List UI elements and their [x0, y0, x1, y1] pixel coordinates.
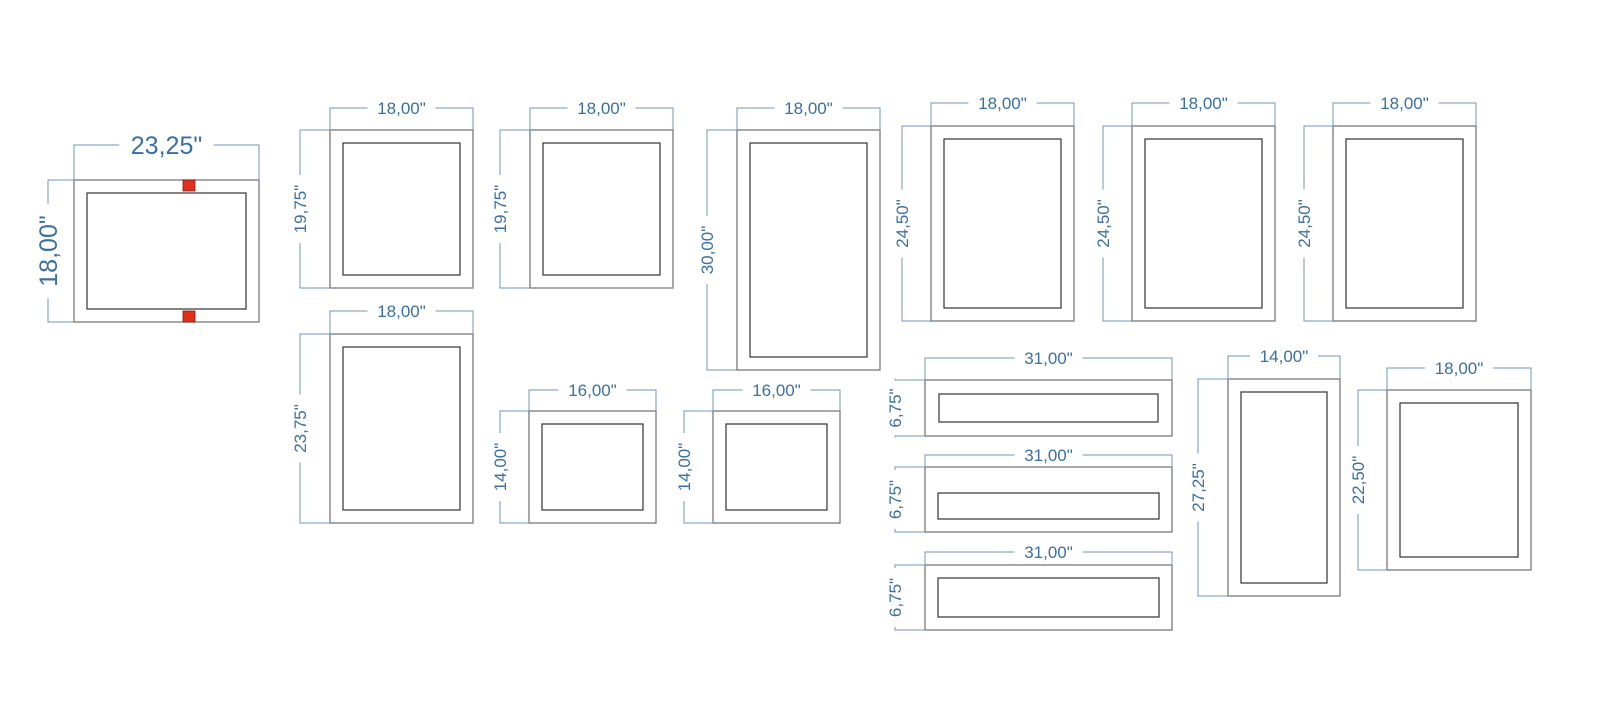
frame-opening — [541, 423, 644, 511]
height-dimension-line — [1303, 125, 1333, 322]
frame-7: 18,00" 24,50" — [1295, 94, 1477, 322]
frame-4: 18,00" 30,00" — [698, 99, 881, 371]
frame-9: 16,00" 14,00" — [491, 381, 657, 524]
width-label: 31,00" — [1024, 349, 1073, 368]
frame-1: 23,25" 18,00" — [35, 132, 260, 323]
hanging-marker-top — [182, 179, 196, 192]
width-label: 18,00" — [377, 302, 426, 321]
height-dimension-line — [894, 378, 925, 438]
width-dimension-line — [529, 107, 674, 130]
frame-opening — [1240, 391, 1328, 584]
width-label: 18,00" — [1380, 94, 1429, 113]
frame-13: 31,00" 6,75" — [886, 543, 1173, 631]
frame-8: 18,00" 23,75" — [291, 302, 474, 524]
frame-opening — [938, 393, 1159, 423]
width-dimension-line — [924, 357, 1173, 380]
frame-2: 18,00" 19,75" — [291, 99, 474, 289]
height-dimension-line — [901, 125, 931, 322]
frame-opening — [1399, 402, 1519, 558]
height-label: 14,00" — [491, 443, 510, 492]
frame-opening — [937, 577, 1160, 618]
height-dimension-line — [299, 333, 330, 524]
height-dimension-line — [894, 564, 925, 631]
height-dimension-line — [1197, 378, 1228, 597]
height-label: 19,75" — [491, 185, 510, 234]
width-label: 16,00" — [752, 381, 801, 400]
width-label: 18,00" — [978, 94, 1027, 113]
frame-opening — [725, 423, 828, 511]
height-dimension-line — [47, 179, 74, 323]
height-label: 24,50" — [1094, 199, 1113, 248]
height-dimension-line — [499, 410, 529, 524]
frame-opening — [937, 492, 1160, 520]
hanging-marker-bottom — [182, 310, 196, 323]
width-dimension-line — [528, 389, 657, 411]
width-label: 16,00" — [568, 381, 617, 400]
height-label: 23,75" — [291, 404, 310, 453]
frame-15: 18,00" 22,50" — [1349, 359, 1532, 571]
width-dimension-line — [924, 454, 1173, 467]
height-dimension-line — [499, 129, 530, 289]
frame-opening — [1345, 138, 1464, 309]
width-dimension-line — [1332, 102, 1477, 126]
height-dimension-line — [706, 129, 737, 371]
frame-opening — [86, 192, 247, 310]
frame-opening — [1144, 138, 1263, 309]
width-label: 18,00" — [377, 99, 426, 118]
height-label: 6,75" — [886, 388, 905, 427]
width-label: 14,00" — [1260, 347, 1309, 366]
height-label: 6,75" — [886, 578, 905, 617]
frame-opening — [342, 142, 461, 276]
frame-6: 18,00" 24,50" — [1094, 94, 1276, 322]
width-dimension-line — [329, 310, 474, 334]
height-label: 24,50" — [1295, 199, 1314, 248]
frame-5: 18,00" 24,50" — [893, 94, 1075, 322]
frame-10: 16,00" 14,00" — [675, 381, 841, 524]
height-label: 6,75" — [886, 480, 905, 519]
frame-14: 14,00" 27,25" — [1189, 347, 1341, 597]
frame-opening — [342, 346, 461, 511]
width-dimension-line — [924, 551, 1173, 565]
height-label: 27,25" — [1189, 463, 1208, 512]
frame-opening — [542, 142, 661, 276]
height-dimension-line — [1102, 125, 1132, 322]
width-dimension-line — [329, 107, 474, 130]
width-dimension-line — [1131, 102, 1276, 126]
height-dimension-line — [1357, 389, 1387, 571]
width-label: 31,00" — [1024, 446, 1073, 465]
width-dimension-line — [930, 102, 1075, 126]
height-label: 19,75" — [291, 185, 310, 234]
height-label: 18,00" — [35, 215, 63, 286]
width-label: 18,00" — [1435, 359, 1484, 378]
height-dimension-line — [299, 129, 330, 289]
frame-12: 31,00" 6,75" — [886, 446, 1173, 533]
width-label: 18,00" — [784, 99, 833, 118]
height-label: 22,50" — [1349, 456, 1368, 505]
height-dimension-line — [894, 466, 925, 533]
height-label: 24,50" — [893, 199, 912, 248]
frame-3: 18,00" 19,75" — [491, 99, 674, 289]
frame-11: 31,00" 6,75" — [886, 349, 1173, 438]
height-label: 14,00" — [675, 443, 694, 492]
height-dimension-line — [683, 410, 713, 524]
frame-opening — [749, 142, 868, 358]
width-label: 18,00" — [577, 99, 626, 118]
width-dimension-line — [1386, 367, 1532, 390]
width-dimension-line — [73, 144, 260, 180]
width-dimension-line — [1227, 355, 1341, 379]
width-dimension-line — [712, 389, 841, 411]
frame-opening — [943, 138, 1062, 309]
width-label: 18,00" — [1179, 94, 1228, 113]
width-label: 31,00" — [1024, 543, 1073, 562]
height-label: 30,00" — [698, 226, 717, 275]
width-label: 23,25" — [131, 132, 202, 160]
width-dimension-line — [736, 107, 881, 130]
